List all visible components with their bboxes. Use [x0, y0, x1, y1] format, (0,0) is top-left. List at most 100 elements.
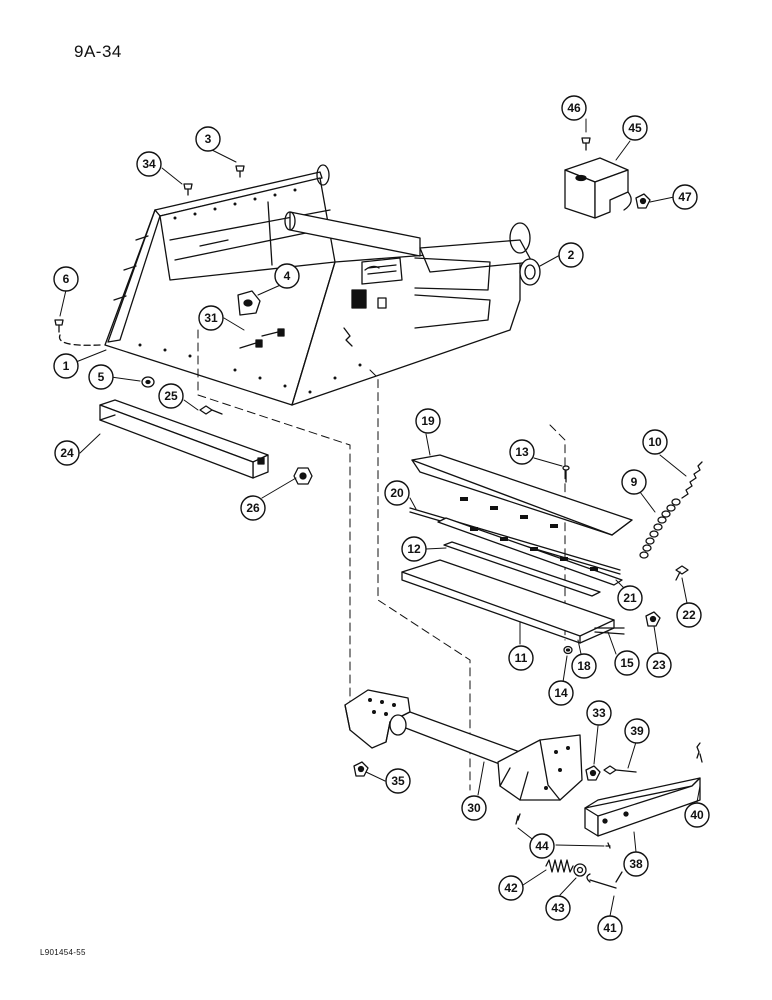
callout-circle — [623, 851, 649, 877]
callout-circle — [529, 833, 555, 859]
hood-assembly — [401, 454, 633, 655]
callout-number: 20 — [390, 486, 404, 500]
callout-6: 6 — [53, 266, 79, 292]
callout-number: 11 — [515, 651, 528, 665]
callout-circle — [53, 266, 79, 292]
callout-number: 42 — [504, 881, 518, 895]
callout-number: 25 — [164, 389, 178, 403]
callout-12: 12 — [401, 536, 427, 562]
callout-circle — [461, 795, 487, 821]
callout-circle — [240, 495, 266, 521]
callout-40: 40 — [684, 802, 710, 828]
callout-2: 2 — [558, 242, 584, 268]
callout-number: 1 — [63, 359, 70, 373]
callout-3: 3 — [195, 126, 221, 152]
callout-number: 3 — [205, 132, 212, 146]
callout-circle — [617, 585, 643, 611]
callout-circle — [509, 439, 535, 465]
callout-18: 18 — [571, 653, 597, 679]
callout-14: 14 — [548, 680, 574, 706]
callout-circle — [672, 184, 698, 210]
callout-23: 23 — [646, 652, 672, 678]
callout-number: 31 — [204, 311, 218, 325]
callout-circle — [624, 718, 650, 744]
callout-layer: 1234569101112131415181920212223242526303… — [53, 95, 710, 941]
callout-number: 24 — [60, 446, 74, 460]
callout-number: 39 — [630, 724, 644, 738]
callout-number: 12 — [407, 542, 421, 556]
callout-21: 21 — [617, 585, 643, 611]
callout-circle — [614, 650, 640, 676]
callout-number: 22 — [682, 608, 696, 622]
callout-number: 26 — [246, 501, 260, 515]
callout-number: 23 — [652, 658, 666, 672]
callout-34: 34 — [136, 151, 162, 177]
callout-22: 22 — [676, 602, 702, 628]
callout-circle — [158, 383, 184, 409]
callout-number: 4 — [284, 269, 291, 283]
callout-circle — [676, 602, 702, 628]
callout-number: 30 — [467, 801, 481, 815]
callout-circle — [621, 469, 647, 495]
callout-number: 21 — [623, 591, 637, 605]
callout-circle — [545, 895, 571, 921]
callout-number: 10 — [648, 435, 662, 449]
leader-lines — [59, 118, 701, 917]
callout-20: 20 — [384, 480, 410, 506]
callout-4: 4 — [274, 263, 300, 289]
callout-10: 10 — [642, 429, 668, 455]
assembly-lines — [197, 329, 566, 791]
callout-number: 41 — [603, 921, 617, 935]
callout-number: 6 — [63, 272, 70, 286]
callout-circle — [53, 353, 79, 379]
callout-38: 38 — [623, 851, 649, 877]
callout-number: 43 — [551, 901, 565, 915]
callout-35: 35 — [385, 768, 411, 794]
callout-number: 38 — [629, 857, 643, 871]
callout-19: 19 — [415, 408, 441, 434]
callout-46: 46 — [561, 95, 587, 121]
callout-11: 11 — [508, 645, 534, 671]
callout-number: 9 — [631, 475, 638, 489]
chain-spring — [639, 461, 703, 627]
callout-circle — [274, 263, 300, 289]
callout-26: 26 — [240, 495, 266, 521]
callout-circle — [558, 242, 584, 268]
callout-circle — [597, 915, 623, 941]
callout-circle — [548, 680, 574, 706]
callout-circle — [401, 536, 427, 562]
figure-code: L901454-55 — [40, 948, 86, 957]
callout-31: 31 — [198, 305, 224, 331]
callout-number: 13 — [515, 445, 529, 459]
callout-1: 1 — [53, 353, 79, 379]
callout-circle — [54, 440, 80, 466]
callout-number: 40 — [690, 808, 704, 822]
callout-circle — [198, 305, 224, 331]
callout-circle — [586, 700, 612, 726]
callout-15: 15 — [614, 650, 640, 676]
callout-number: 45 — [628, 121, 642, 135]
callout-number: 47 — [678, 190, 692, 204]
callout-24: 24 — [54, 440, 80, 466]
page-number: 9A-34 — [74, 42, 122, 61]
callout-44: 44 — [529, 833, 555, 859]
callout-circle — [385, 768, 411, 794]
callout-45: 45 — [622, 115, 648, 141]
callout-circle — [508, 645, 534, 671]
callout-circle — [384, 480, 410, 506]
callout-number: 18 — [577, 659, 591, 673]
callout-5: 5 — [88, 364, 114, 390]
callout-42: 42 — [498, 875, 524, 901]
callout-number: 34 — [142, 157, 156, 171]
callout-47: 47 — [672, 184, 698, 210]
callout-circle — [136, 151, 162, 177]
callout-number: 44 — [535, 839, 549, 853]
callout-circle — [88, 364, 114, 390]
bracket-45 — [564, 137, 651, 219]
callout-43: 43 — [545, 895, 571, 921]
callout-number: 19 — [421, 414, 435, 428]
callout-30: 30 — [461, 795, 487, 821]
callout-circle — [622, 115, 648, 141]
callout-circle — [195, 126, 221, 152]
